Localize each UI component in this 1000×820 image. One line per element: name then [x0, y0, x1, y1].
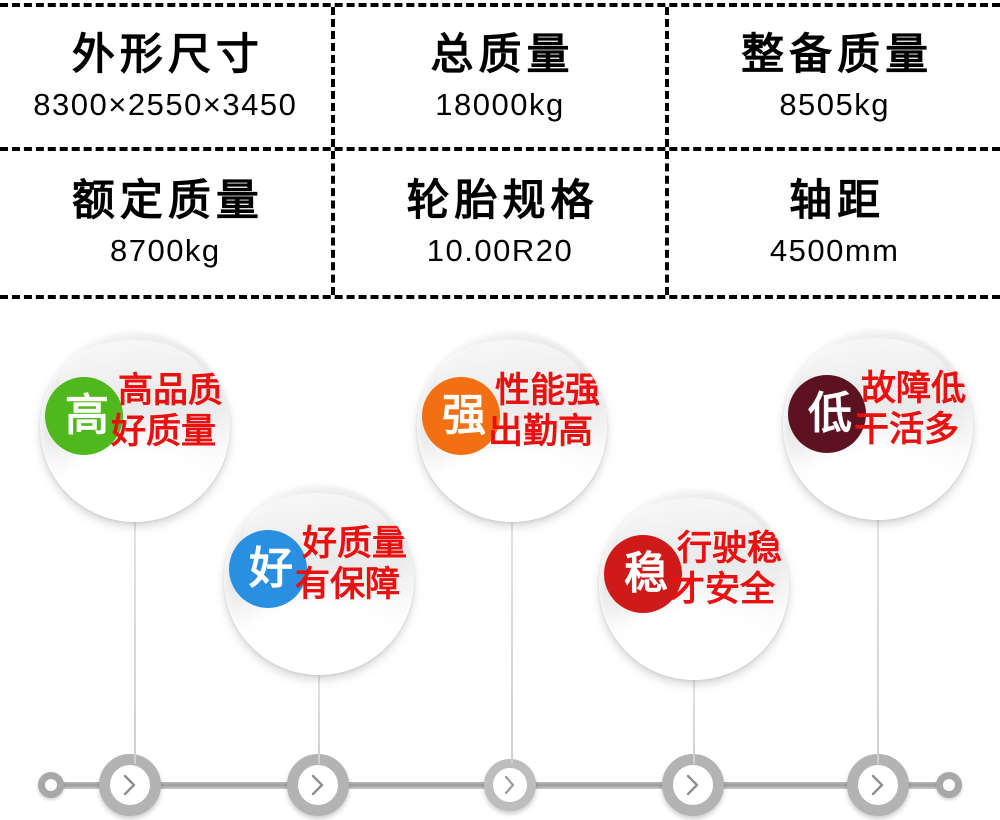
spec-label: 轴距: [789, 176, 886, 225]
bubble-badge: 稳: [604, 535, 682, 613]
spec-value: 8700kg: [109, 232, 221, 268]
chevron-right-icon: [870, 774, 886, 796]
bubble-text-line1: 行驶稳: [677, 529, 783, 568]
bubble-badge: 强: [422, 377, 500, 455]
bubble-badge: 好: [229, 530, 307, 608]
bubble-text-line2: 才安全: [670, 570, 776, 610]
bubble-text: 性能强 出勤高: [488, 370, 607, 453]
timeline-cap-left: [38, 772, 64, 798]
chevron-right-icon: [503, 775, 517, 795]
chevron-right-icon: [310, 774, 326, 796]
bubble-body: 好 好质量 有保障: [224, 485, 414, 675]
feature-bubble-3[interactable]: 强 性能强 出勤高: [417, 332, 607, 764]
bubble-badge: 高: [45, 377, 123, 455]
spec-cell-gross-weight: 总质量 18000kg: [330, 7, 666, 147]
feature-bubble-5[interactable]: 低 故障低 干活多: [783, 330, 973, 764]
timeline: [0, 746, 1000, 820]
bubble-text-line1: 好质量: [302, 524, 408, 563]
bubble-text: 行驶稳 才安全: [670, 528, 789, 611]
spec-value: 18000kg: [435, 86, 565, 122]
bubble-stem: [693, 676, 695, 764]
feature-bubble-4[interactable]: 稳 行驶稳 才安全: [599, 490, 789, 764]
spec-label: 轮胎规格: [406, 176, 599, 225]
timeline-cap-right: [936, 772, 962, 798]
bubble-body: 稳 行驶稳 才安全: [599, 490, 789, 680]
spec-cell-curb-weight: 整备质量 8505kg: [665, 7, 1000, 147]
bubble-text-line2: 有保障: [295, 565, 401, 605]
bubble-text: 故障低 干活多: [854, 368, 973, 451]
bubble-stem: [318, 671, 320, 764]
chevron-right-icon: [122, 774, 138, 796]
bubble-text-line2: 出勤高: [488, 412, 594, 452]
bubble-text-line2: 好质量: [111, 412, 217, 452]
spec-value: 4500mm: [769, 232, 900, 268]
spec-cell-dimensions: 外形尺寸 8300×2550×3450: [0, 7, 331, 147]
spec-label: 外形尺寸: [71, 30, 264, 79]
bubble-stem: [877, 516, 879, 764]
bubble-text: 好质量 有保障: [295, 523, 414, 606]
bubble-body: 低 故障低 干活多: [783, 330, 973, 520]
spec-cell-tire-spec: 轮胎规格 10.00R20: [330, 151, 666, 295]
bubble-stem: [511, 518, 513, 764]
spec-cell-wheelbase: 轴距 4500mm: [665, 151, 1000, 295]
spec-value: 8505kg: [779, 86, 891, 122]
feature-bubble-1[interactable]: 高 高品质 好质量: [40, 332, 230, 764]
timeline-node-1[interactable]: [99, 754, 161, 816]
spec-label: 整备质量: [741, 30, 934, 79]
bubble-text: 高品质 好质量: [111, 370, 230, 453]
spec-value: 8300×2550×3450: [33, 86, 298, 122]
spec-label: 总质量: [430, 30, 575, 79]
bubble-body: 高 高品质 好质量: [40, 332, 230, 522]
feature-bubble-2[interactable]: 好 好质量 有保障: [224, 485, 414, 764]
bubble-text-line2: 干活多: [854, 410, 960, 450]
bubble-body: 强 性能强 出勤高: [417, 332, 607, 522]
spec-cell-rated-load: 额定质量 8700kg: [0, 151, 331, 295]
spec-value: 10.00R20: [426, 232, 574, 268]
bubble-text-line1: 性能强: [495, 371, 601, 410]
bubble-badge: 低: [788, 375, 866, 453]
spec-table: 外形尺寸 8300×2550×3450 总质量 18000kg 整备质量 850…: [0, 3, 1000, 299]
timeline-node-3[interactable]: [484, 759, 536, 811]
spec-table-row: 外形尺寸 8300×2550×3450 总质量 18000kg 整备质量 850…: [0, 7, 1000, 151]
bubble-stem: [134, 518, 136, 764]
bubble-text-line1: 高品质: [118, 371, 224, 410]
spec-table-row: 额定质量 8700kg 轮胎规格 10.00R20 轴距 4500mm: [0, 151, 1000, 295]
spec-label: 额定质量: [71, 176, 264, 225]
chevron-right-icon: [685, 774, 701, 796]
bubble-text-line1: 故障低: [861, 369, 967, 408]
